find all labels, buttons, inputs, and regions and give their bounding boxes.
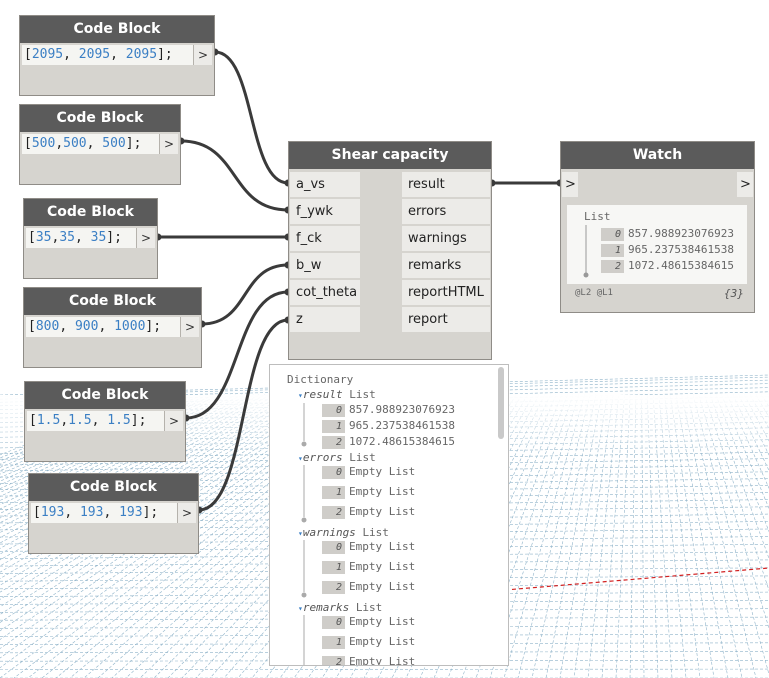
dict-key-remarks: ▾remarks List [298, 601, 383, 614]
expand-chevron-icon[interactable]: ▾ [298, 529, 303, 538]
input-port-a-vs[interactable]: a_vs [290, 172, 360, 197]
code-block-node[interactable]: Code Block [800, 900, 1000]; > [23, 287, 202, 368]
output-port[interactable]: > [159, 134, 178, 154]
tree-lines [301, 403, 307, 665]
node-title: Code Block [24, 199, 157, 226]
output-port-report[interactable]: report [402, 307, 490, 332]
code-block-node[interactable]: Code Block [2095, 2095, 2095]; > [19, 15, 215, 96]
output-port[interactable]: > [136, 228, 155, 248]
expand-chevron-icon[interactable]: ▾ [298, 604, 303, 613]
input-port-f-ywk[interactable]: f_ywk [290, 199, 360, 224]
output-port[interactable]: > [164, 411, 183, 431]
output-port[interactable]: > [180, 317, 199, 337]
node-title: Watch [561, 142, 754, 169]
code-block-node[interactable]: Code Block [500,500, 500]; > [19, 104, 181, 185]
item-count: {3} [724, 287, 744, 300]
output-port-result[interactable]: result [402, 172, 490, 197]
expand-chevron-icon[interactable]: ▾ [298, 454, 303, 463]
input-port-cot-theta[interactable]: cot_theta [290, 280, 360, 305]
output-port-errors[interactable]: errors [402, 199, 490, 224]
input-port[interactable]: > [562, 172, 578, 197]
input-port-z[interactable]: z [290, 307, 360, 332]
wires [154, 48, 564, 514]
x-axis-line [504, 567, 769, 591]
expand-chevron-icon[interactable]: ▾ [298, 391, 303, 400]
code-block-node[interactable]: Code Block [193, 193, 193]; > [28, 473, 199, 554]
node-title: Code Block [25, 382, 185, 409]
output-port-report-html[interactable]: reportHTML [402, 280, 490, 305]
code-block-node[interactable]: Code Block [35,35, 35]; > [23, 198, 158, 279]
input-port-b-w[interactable]: b_w [290, 253, 360, 278]
code-input[interactable]: [193, 193, 193]; [31, 503, 177, 523]
code-block-node[interactable]: Code Block [1.5,1.5, 1.5]; > [24, 381, 186, 462]
node-title: Code Block [20, 105, 180, 132]
output-port-warnings[interactable]: warnings [402, 226, 490, 251]
dictionary-label: Dictionary [287, 373, 354, 386]
node-title: Shear capacity [289, 142, 491, 169]
tree-line [583, 225, 589, 278]
list-label: List [584, 210, 611, 223]
dict-key-result: ▾result List [298, 388, 376, 401]
node-title: Code Block [29, 474, 198, 501]
output-port[interactable]: > [193, 45, 212, 65]
preview-scrollbar[interactable] [498, 367, 504, 439]
code-input[interactable]: [35,35, 35]; [26, 228, 136, 248]
code-input[interactable]: [500,500, 500]; [22, 134, 159, 154]
node-title: Code Block [20, 16, 214, 43]
output-port-remarks[interactable]: remarks [402, 253, 490, 278]
code-input[interactable]: [800, 900, 1000]; [26, 317, 180, 337]
input-port-f-ck[interactable]: f_ck [290, 226, 360, 251]
output-port[interactable]: > [177, 503, 196, 523]
output-port[interactable]: > [737, 172, 753, 197]
dict-key-warnings: ▾warnings List [298, 526, 389, 539]
code-input[interactable]: [1.5,1.5, 1.5]; [27, 411, 164, 431]
shear-capacity-node[interactable]: Shear capacity a_vs f_ywk f_ck b_w cot_t… [288, 141, 492, 360]
node-title: Code Block [24, 288, 201, 315]
dict-key-errors: ▾errors List [298, 451, 376, 464]
code-input[interactable]: [2095, 2095, 2095]; [22, 45, 193, 65]
level-indicator[interactable]: @L2 @L1 [575, 288, 613, 298]
